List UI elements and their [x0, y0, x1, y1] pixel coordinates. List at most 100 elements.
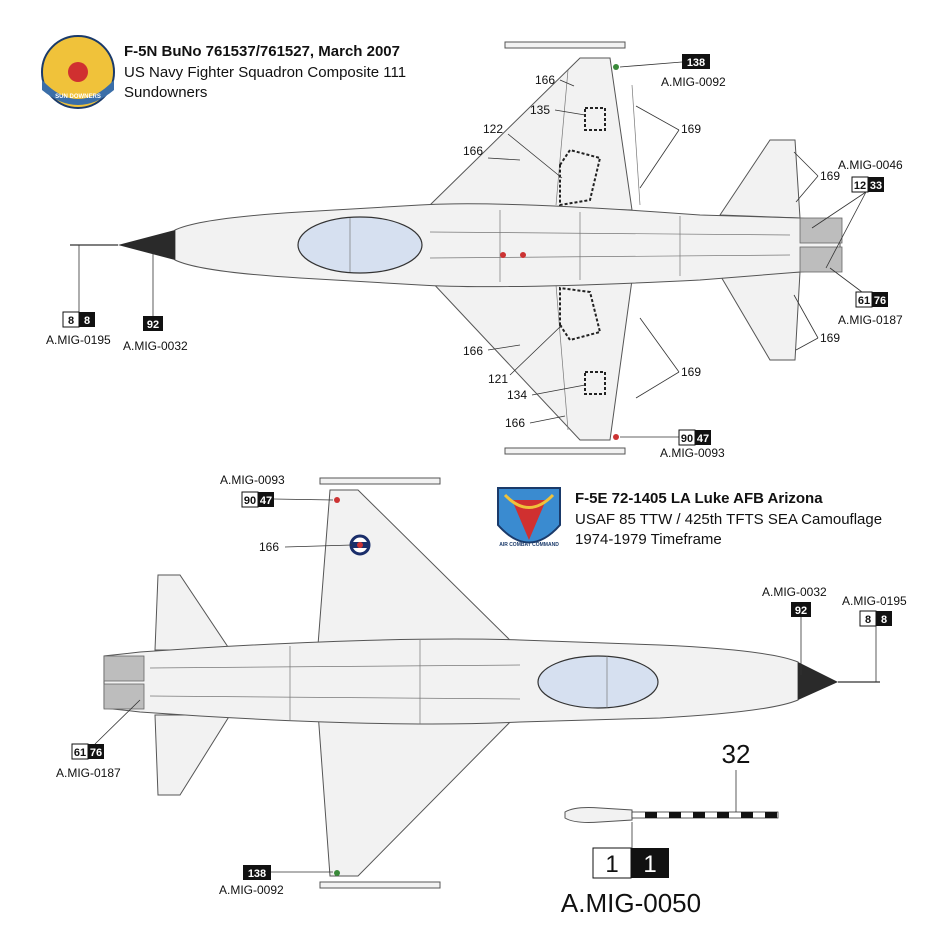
svg-text:76: 76 [90, 747, 102, 759]
f5e-aircraft [103, 477, 880, 889]
f5n-canopy [297, 216, 423, 274]
f5n-camo-upper [559, 148, 602, 207]
f5n-wing-upper-line [555, 69, 569, 206]
code-a-mig-0046: A.MIG-0046 [838, 158, 903, 172]
callout-166-b: 166 [463, 144, 483, 158]
callout-166-a: 166 [535, 73, 555, 87]
f5n-panel-2 [429, 254, 791, 259]
f5e-panel-1 [149, 664, 521, 669]
code-a-mig-0093-bottom: A.MIG-0093 [220, 473, 285, 487]
callout-169-b: 169 [820, 169, 840, 183]
f5n-htail-upper [719, 139, 801, 219]
code-a-mig-0187-top: A.MIG-0187 [838, 313, 903, 327]
f5e-decal-88: A.MIG-0195 8 8 [842, 594, 907, 682]
callout-166-c: 166 [463, 344, 483, 358]
svg-text:8: 8 [84, 315, 90, 327]
code-a-mig-0187-bottom: A.MIG-0187 [56, 766, 121, 780]
acc-insignia: AIR COMBAT COMMAND [497, 487, 561, 548]
svg-text:138: 138 [687, 57, 705, 69]
f5n-decal-138: 138 A.MIG-0092 [619, 54, 726, 89]
f5n-nav-light-green [613, 64, 619, 70]
f5e-canopy [537, 655, 659, 709]
pitot-probe-body [564, 807, 633, 823]
f5n-camo-upper2 [584, 107, 606, 131]
f5n-wing-upper-edge [631, 84, 641, 206]
svg-text:8: 8 [865, 614, 871, 626]
f5e-nav-light-red [334, 497, 340, 503]
callout-134: 134 [507, 388, 527, 402]
f5e-fuselage [103, 638, 799, 725]
svg-text:92: 92 [147, 319, 159, 331]
f5n-decal-6176: 61 76 A.MIG-0187 [829, 267, 903, 327]
f5n-wing-upper [428, 57, 633, 211]
f5e-decal-9047: A.MIG-0093 90 47 [220, 473, 334, 508]
sundowners-insignia: SUN DOWNERS [41, 35, 115, 109]
f5e-wingtip-lower [319, 881, 441, 889]
legend-detail: 32 1 1 A.MIG-0050 [561, 739, 779, 918]
f5n-nav-light-red [613, 434, 619, 440]
f5n-title: F-5N BuNo 761537/761527, March 2007 [124, 43, 400, 60]
f5e-wing-upper [317, 489, 522, 651]
svg-text:138: 138 [248, 868, 266, 880]
f5e-wingtip-upper [319, 477, 441, 485]
callout-169-d: 169 [681, 365, 701, 379]
f5n-unit: US Navy Fighter Squadron Composite 111 [124, 64, 406, 81]
f5n-wing-lower-line [555, 284, 569, 431]
callout-169-a: 169 [681, 122, 701, 136]
f5e-panel-2 [149, 695, 521, 700]
f5e-decal-138: 138 A.MIG-0092 [219, 865, 333, 897]
f5n-wing-lower [428, 279, 633, 441]
legend-number: 32 [722, 739, 751, 769]
legend-swatch-white: 1 [605, 851, 618, 878]
f5n-marker-a [500, 252, 506, 258]
acc-insignia-text: AIR COMBAT COMMAND [499, 542, 559, 548]
f5n-decal-1233: A.MIG-0046 12 33 [811, 158, 903, 269]
legend-code: A.MIG-0050 [561, 888, 701, 918]
f5e-htail-lower [154, 714, 231, 796]
f5e-title: F-5E 72-1405 LA Luke AFB Arizona [575, 490, 823, 507]
svg-text:8: 8 [881, 614, 887, 626]
code-a-mig-0195-top: A.MIG-0195 [46, 333, 111, 347]
callout-135: 135 [530, 103, 550, 117]
usaf-roundel [349, 534, 371, 556]
f5n-panel-1 [429, 231, 791, 236]
f5n-nickname: Sundowners [124, 84, 207, 101]
svg-text:61: 61 [858, 295, 870, 307]
f5n-decal-9047: 90 47 A.MIG-0093 [620, 429, 725, 460]
f5n-decal-88: 8 8 A.MIG-0195 [46, 245, 111, 347]
svg-text:33: 33 [870, 180, 882, 192]
f5e-exhaust-upper [103, 655, 145, 682]
callout-122: 122 [483, 122, 503, 136]
f5n-htail-lower [719, 271, 801, 361]
f5n-callouts: 166 135 122 166 169 169 166 121 169 134 … [463, 73, 840, 430]
f5n-radome [118, 230, 175, 260]
callout-121: 121 [488, 372, 508, 386]
code-a-mig-0032-bottom: A.MIG-0032 [762, 585, 827, 599]
f5n-camo-lower [559, 286, 602, 342]
pitot-stripes [645, 812, 777, 818]
f5e-wing-lower [317, 711, 522, 877]
code-a-mig-0092-top: A.MIG-0092 [661, 75, 726, 89]
svg-text:12: 12 [854, 180, 866, 192]
f5n-wingtip-upper [504, 41, 626, 49]
f5n-aircraft [70, 41, 843, 455]
f5n-marker-b [520, 252, 526, 258]
svg-text:76: 76 [874, 295, 886, 307]
svg-text:61: 61 [74, 747, 86, 759]
f5n-fuselage [174, 203, 841, 288]
svg-text:47: 47 [697, 433, 709, 445]
f5e-nav-light-green [334, 870, 340, 876]
code-a-mig-0093-top: A.MIG-0093 [660, 446, 725, 460]
callout-166-d: 166 [505, 416, 525, 430]
f5e-decal-92: A.MIG-0032 92 [762, 585, 827, 675]
callout-166-bottom: 166 [259, 540, 279, 554]
svg-text:92: 92 [795, 605, 807, 617]
f5e-exhaust-lower [103, 683, 145, 710]
svg-text:8: 8 [68, 315, 74, 327]
f5e-unit: USAF 85 TTW / 425th TFTS SEA Camouflage [575, 511, 882, 528]
code-a-mig-0195-bottom: A.MIG-0195 [842, 594, 907, 608]
f5n-exhaust-lower [799, 246, 843, 273]
f5e-decal-6176: 61 76 A.MIG-0187 [56, 699, 141, 780]
